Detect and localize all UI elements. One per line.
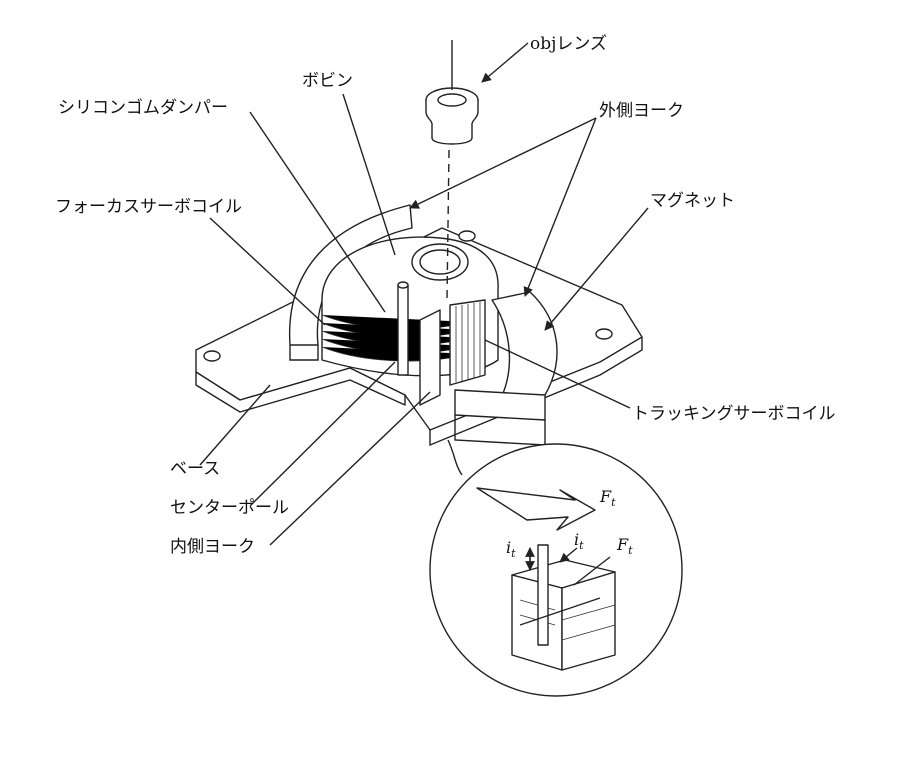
label-obj-lens: objレンズ — [530, 34, 607, 54]
inset-current-label-1: it — [506, 538, 516, 560]
inset-current-label-2: it — [574, 530, 584, 552]
magnet — [454, 291, 558, 446]
inset-force-label-1: Ft — [599, 487, 616, 509]
center-pole — [397, 281, 409, 376]
label-magnet: マグネット — [650, 191, 735, 211]
label-center-pole: センターポール — [170, 498, 289, 518]
inset-detail — [429, 439, 683, 697]
label-outer-yoke: 外側ヨーク — [599, 101, 684, 121]
label-base: ベース — [170, 459, 220, 479]
label-bobbin: ボビン — [302, 71, 353, 91]
objective-lens — [425, 87, 479, 145]
label-tracking-coil: トラッキングサーボコイル — [632, 404, 836, 424]
label-focus-coil: フォーカスサーボコイル — [55, 197, 242, 217]
inset-force-label-2: Ft — [616, 535, 633, 557]
leader-lines — [199, 42, 649, 546]
tracking-coil — [449, 299, 486, 386]
inner-yoke — [419, 309, 441, 406]
optical-axis — [446, 40, 453, 301]
label-silicone-damper: シリコンゴムダンパー — [58, 97, 228, 118]
label-inner-yoke: 内側ヨーク — [170, 537, 255, 557]
